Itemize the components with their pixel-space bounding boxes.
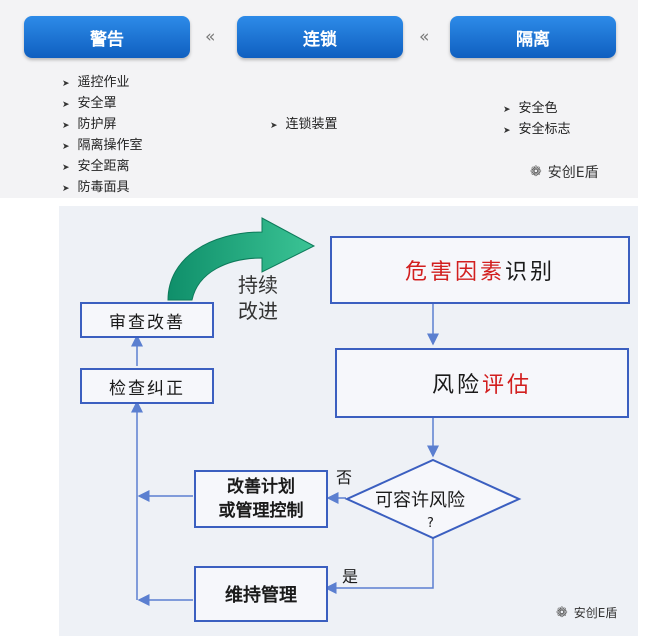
review-improve-box: 审查改善 [80, 302, 214, 338]
maintain-management-box: 维持管理 [194, 566, 328, 622]
watermark-bottom: ❁安创E盾 [556, 604, 618, 621]
list-item: ➤隔离操作室 [62, 138, 143, 153]
warning-list: ➤遥控作业 ➤安全罩 ➤防护屏 ➤隔离操作室 ➤安全距离 ➤防毒面具 [62, 72, 143, 198]
chat-bubble-icon: ❁ [556, 604, 568, 621]
list-item: ➤安全标志 [503, 122, 571, 137]
chat-bubble-icon: ❁ [530, 164, 542, 180]
continuous-improvement-arrow-icon [167, 217, 316, 301]
list-item: ➤安全罩 [62, 96, 117, 111]
list-item: ➤安全距离 [62, 159, 130, 174]
warning-label: 警告 [90, 29, 124, 50]
check-correct-text: 检查纠正 [109, 378, 185, 399]
bullet-arrow-icon: ➤ [62, 163, 70, 173]
hazard-identification-box: 危害因素识别 [330, 236, 630, 304]
list-item: ➤防毒面具 [62, 180, 130, 195]
isolation-list: ➤安全色 ➤安全标志 [503, 98, 571, 140]
list-item: ➤连锁装置 [270, 117, 338, 132]
decision-diamond [344, 458, 522, 540]
chevron-left-icon: « [205, 27, 216, 47]
bullet-arrow-icon: ➤ [62, 121, 70, 131]
improve-plan-line1: 改善计划 [227, 477, 295, 497]
top-panel: 警告 « 连锁 « 隔离 ➤遥控作业 ➤安全罩 ➤防护屏 ➤隔离操作室 ➤安全距… [0, 0, 638, 198]
warning-pill: 警告 [24, 16, 190, 58]
bullet-arrow-icon: ➤ [503, 126, 511, 136]
watermark-top: ❁安创E盾 [530, 164, 599, 181]
list-item: ➤防护屏 [62, 117, 117, 132]
interlock-list: ➤连锁装置 [270, 114, 338, 135]
hazard-id-text: 危害因素 [404, 260, 505, 285]
isolation-pill: 隔离 [450, 16, 616, 58]
no-label: 否 [336, 468, 353, 487]
bullet-arrow-icon: ➤ [62, 100, 70, 110]
continuous-line1: 持续 [238, 273, 278, 297]
tolerable-risk-label: 可容许风险 [375, 490, 465, 511]
risk-assess-suffix: 评估 [482, 373, 533, 398]
bullet-arrow-icon: ➤ [503, 105, 511, 115]
improvement-plan-box: 改善计划 或管理控制 [194, 470, 328, 528]
question-mark: ? [427, 516, 434, 531]
improve-plan-line2: 或管理控制 [218, 501, 304, 521]
risk-text: 风险 [431, 373, 482, 398]
hazard-id-suffix: 识别 [505, 260, 556, 285]
maintain-text: 维持管理 [225, 585, 297, 606]
arrow-decision-yes [324, 538, 434, 594]
isolation-label: 隔离 [516, 29, 550, 50]
bullet-arrow-icon: ➤ [62, 142, 70, 152]
interlock-pill: 连锁 [237, 16, 403, 58]
continuous-improvement-label: 持续 改进 [238, 272, 278, 324]
bullet-arrow-icon: ➤ [62, 184, 70, 194]
yes-label: 是 [342, 567, 359, 586]
chevron-left-icon: « [419, 27, 430, 47]
continuous-line2: 改进 [238, 299, 278, 323]
list-item: ➤遥控作业 [62, 75, 130, 90]
bullet-arrow-icon: ➤ [62, 79, 70, 89]
list-item: ➤安全色 [503, 101, 558, 116]
check-correct-box: 检查纠正 [80, 368, 214, 404]
interlock-label: 连锁 [303, 29, 337, 50]
risk-assessment-box: 风险评估 [335, 348, 629, 418]
review-improve-text: 审查改善 [109, 312, 185, 333]
bullet-arrow-icon: ➤ [270, 121, 278, 131]
